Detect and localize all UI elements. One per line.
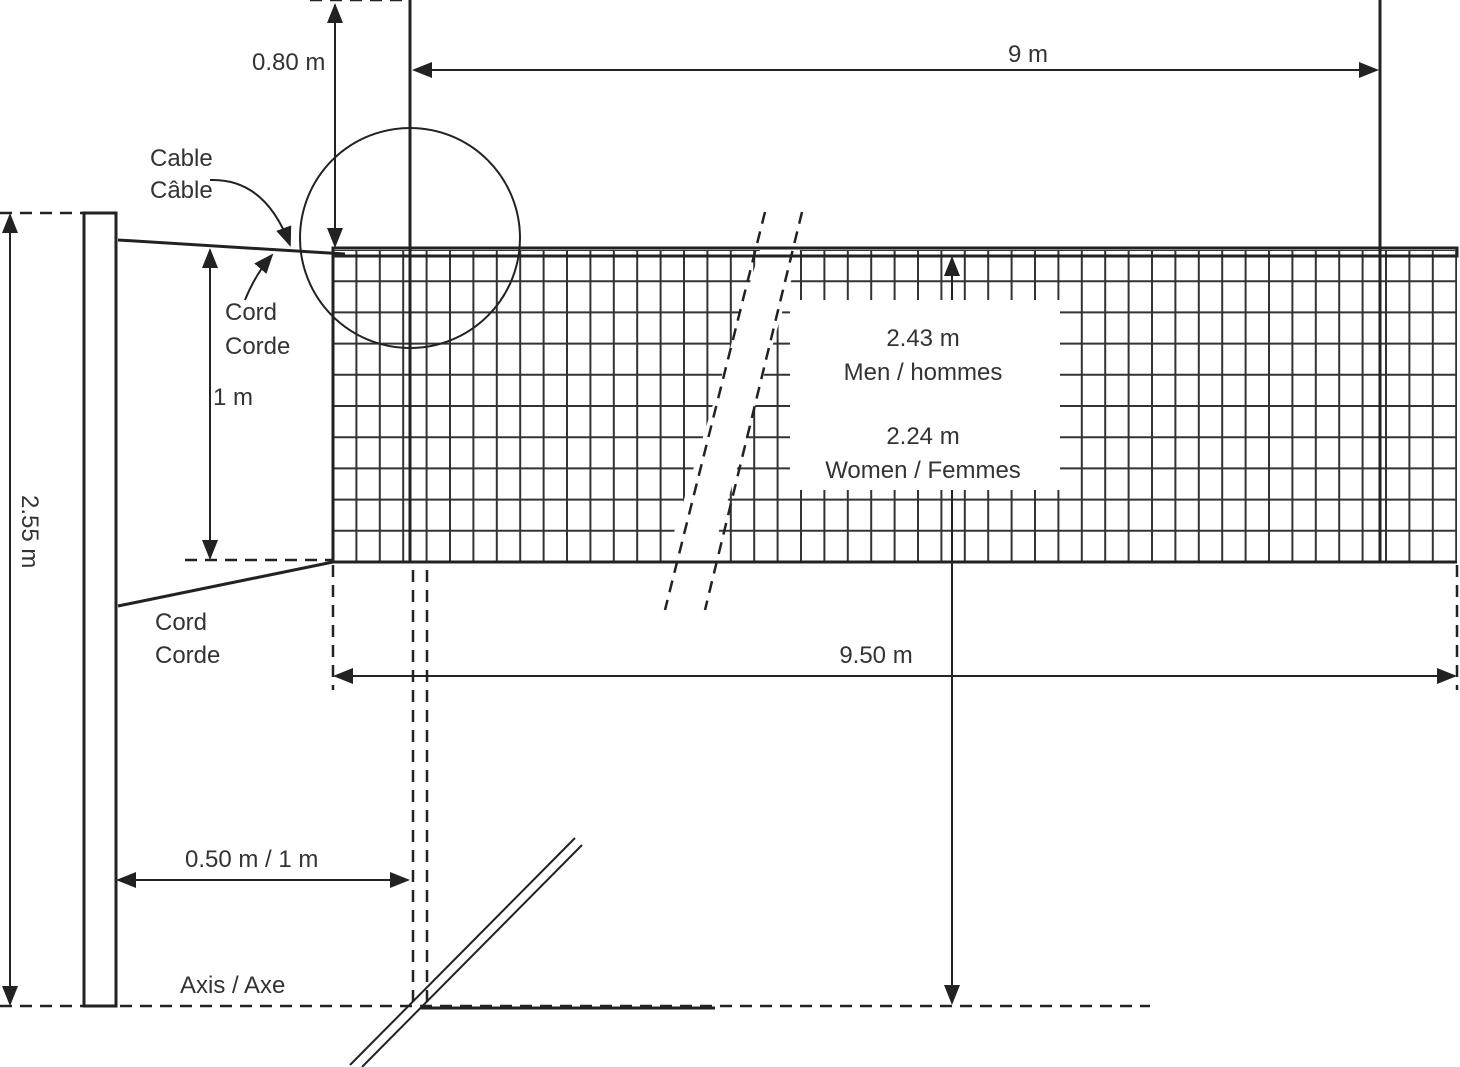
axis-diagonal [361,844,583,1067]
post-distance-label: 0.50 m / 1 m [185,846,318,873]
women-label: Women / Femmes [825,457,1021,484]
men-label: Men / hommes [844,359,1003,386]
men-height-value: 2.43 m [886,325,959,352]
top-cord-label-fr: Corde [225,333,290,360]
cable [117,238,346,256]
net-break [665,250,800,562]
cord-pointer [244,253,274,301]
net-length-label: 9.50 m [839,642,912,669]
bottom-cord-label-fr: Corde [155,642,220,669]
cable-label-fr: Câble [150,177,213,204]
detail-circle [299,127,521,349]
axis-label: Axis / Axe [180,972,285,999]
break-line [703,211,804,611]
antenna-spacing-label: 9 m [1008,41,1048,68]
break-line [663,211,767,611]
bottom-cord-label-en: Cord [155,609,207,636]
cable-label-en: Cable [150,145,213,172]
post [82,211,118,1008]
cable-pointer [209,178,292,247]
top-cord-label-en: Cord [225,299,277,326]
bottom-cord [117,560,334,608]
axis-diagonal [349,837,576,1066]
net-height-label: 1 m [213,384,253,411]
antenna-height-label: 0.80 m [252,49,325,76]
post-height-label: 2.55 m [16,495,43,568]
label-background [790,300,1060,490]
women-height-value: 2.24 m [886,423,959,450]
